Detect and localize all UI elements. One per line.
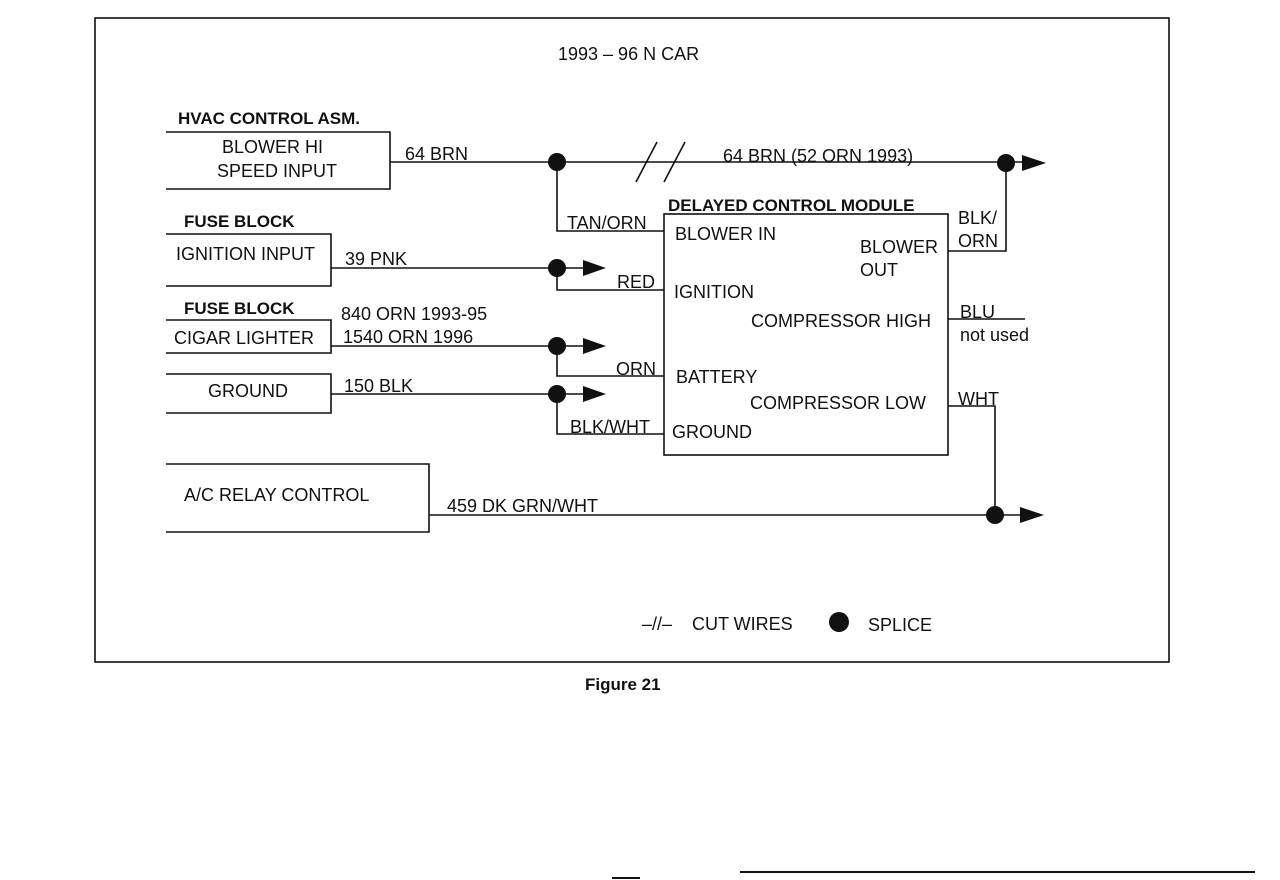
wire-64-brn-52-label: 64 BRN (52 ORN 1993) xyxy=(723,146,913,166)
fuse-block-cigar-heading: FUSE BLOCK xyxy=(184,299,295,318)
module-ignition: IGNITION xyxy=(674,282,754,302)
wire-red-label: RED xyxy=(617,272,655,292)
module-blower-in: BLOWER IN xyxy=(675,224,776,244)
ignition-input-label: IGNITION INPUT xyxy=(176,244,315,264)
wire-blk-orn-label-2: ORN xyxy=(958,231,998,251)
wire-orn-label: ORN xyxy=(616,359,656,379)
wire-red xyxy=(556,268,664,291)
wire-459-label: 459 DK GRN/WHT xyxy=(447,496,598,516)
cigar-lighter-label: CIGAR LIGHTER xyxy=(174,328,314,348)
wire-wht xyxy=(948,405,996,515)
arrow-ground xyxy=(583,386,606,402)
cut-mark-1 xyxy=(635,141,658,183)
wire-39-pnk-label: 39 PNK xyxy=(345,249,407,269)
legend-splice-icon xyxy=(829,612,849,632)
wire-blk-orn-label-1: BLK/ xyxy=(958,208,997,228)
fuse-block-cigar-box xyxy=(166,319,332,354)
hvac-box xyxy=(166,131,391,190)
legend-cut-symbol: –//– xyxy=(642,614,672,634)
legend-cut-label: CUT WIRES xyxy=(692,614,793,634)
wire-blk-orn xyxy=(948,163,1007,252)
ac-relay-label: A/C RELAY CONTROL xyxy=(184,485,369,505)
wire-wht-label: WHT xyxy=(958,389,999,409)
fuse-block-ignition-heading: FUSE BLOCK xyxy=(184,212,295,231)
wire-840-label: 840 ORN 1993-95 xyxy=(341,304,487,324)
wire-tan-orn-label: TAN/ORN xyxy=(567,213,647,233)
diagram-title: 1993 – 96 N CAR xyxy=(558,44,699,64)
ground-source-label: GROUND xyxy=(208,381,288,401)
wire-blu-label: BLU xyxy=(960,302,995,322)
module-compressor-low: COMPRESSOR LOW xyxy=(750,393,926,413)
wire-tan-orn xyxy=(556,162,664,232)
splice-ac-relay xyxy=(986,506,1004,524)
module-blower-out-line2: OUT xyxy=(860,260,898,280)
wire-not-used-label: not used xyxy=(960,325,1029,345)
hvac-label-line1: BLOWER HI xyxy=(222,137,323,157)
wire-orn xyxy=(556,346,664,377)
arrow-ac-relay xyxy=(1020,507,1044,523)
hvac-label-line2: SPEED INPUT xyxy=(217,161,337,181)
wire-150-blk-label: 150 BLK xyxy=(344,376,413,396)
figure-caption: Figure 21 xyxy=(585,675,661,694)
arrow-ignition xyxy=(583,260,606,276)
wire-blk-wht xyxy=(556,394,664,435)
cut-mark-2 xyxy=(663,141,686,183)
module-battery: BATTERY xyxy=(676,367,757,387)
delayed-control-module-box xyxy=(663,213,949,456)
fuse-block-ignition-box xyxy=(166,233,332,287)
wire-1540-label: 1540 ORN 1996 xyxy=(343,327,473,347)
legend-splice-label: SPLICE xyxy=(868,615,932,635)
arrow-blower-out xyxy=(1022,155,1046,171)
module-compressor-high: COMPRESSOR HIGH xyxy=(751,311,931,331)
arrow-battery xyxy=(583,338,606,354)
module-ground: GROUND xyxy=(672,422,752,442)
ac-relay-box xyxy=(166,463,430,533)
wire-64-brn-label: 64 BRN xyxy=(405,144,468,164)
module-blower-out-line1: BLOWER xyxy=(860,237,938,257)
wire-blk-wht-label: BLK/WHT xyxy=(570,417,650,437)
module-heading: DELAYED CONTROL MODULE xyxy=(668,196,915,215)
diagram-frame xyxy=(94,17,1170,663)
hvac-heading: HVAC CONTROL ASM. xyxy=(178,109,360,128)
